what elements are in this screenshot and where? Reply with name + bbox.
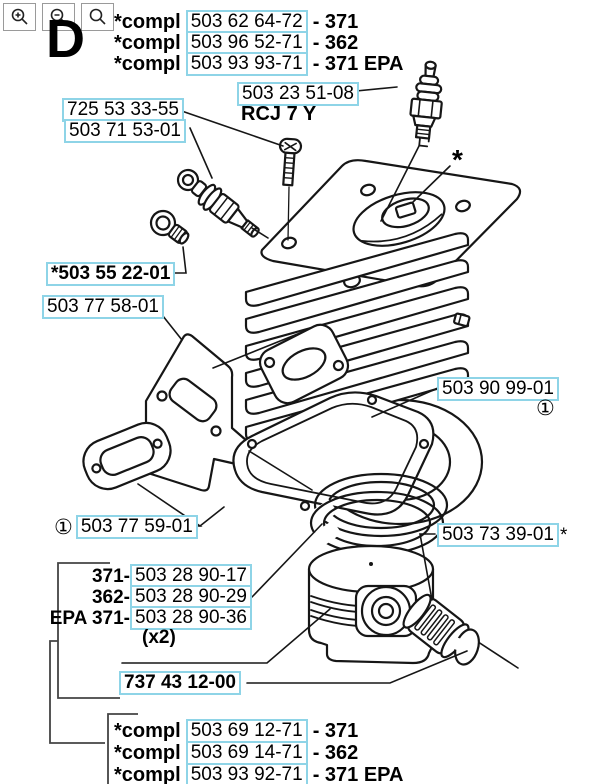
assembly-row-bottom-3: *compl 503 93 92-71 - 371 EPA <box>114 763 403 784</box>
magnifier-icon <box>89 8 106 25</box>
spark-plug-part-link[interactable]: 503 23 51-08 <box>237 82 359 106</box>
assembly-row-bottom-1: *compl 503 69 12-71 - 371 <box>114 719 358 743</box>
needle-bearing-label: 503 73 39-01 * <box>437 523 567 547</box>
circlip-part-link[interactable]: 737 43 12-00 <box>119 671 241 695</box>
spark-plug-hole <box>352 191 446 247</box>
compl-prefix: *compl <box>114 53 181 75</box>
compl-prefix: *compl <box>114 11 181 33</box>
compl-prefix: *compl <box>114 720 181 742</box>
needle-bearing-drawing <box>402 593 470 659</box>
piston-variant-row-362: 362- 503 28 90-29 <box>92 585 252 609</box>
cylinder-top-plate <box>260 159 522 289</box>
muffler-gasket-drawing <box>82 421 172 491</box>
model-prefix: 371- <box>91 565 130 587</box>
part-number-link[interactable]: 503 69 12-71 <box>185 719 308 743</box>
part-number-link[interactable]: 503 69 14-71 <box>185 741 308 765</box>
circled-one-marker: ① <box>536 396 555 420</box>
needle-bearing-part-link[interactable]: 503 73 39-01 <box>437 523 559 547</box>
piston-part-link[interactable]: 503 28 90-36 <box>130 606 252 630</box>
spark-plug-drawing <box>409 60 443 148</box>
zoom-reset-button[interactable] <box>81 3 114 31</box>
muffler-gasket-part-link[interactable]: 503 77 59-01 <box>75 515 198 539</box>
heat-shield-part-link[interactable]: 503 77 58-01 <box>42 295 164 319</box>
section-letter: D <box>46 9 85 69</box>
zoom-out-button[interactable] <box>42 3 75 31</box>
assembly-row-bottom-2: *compl 503 69 14-71 - 362 <box>114 741 358 765</box>
asterisk-suffix: * <box>560 524 568 546</box>
model-prefix: 362- <box>91 586 130 608</box>
compl-prefix: *compl <box>114 742 181 764</box>
piston-part-link[interactable]: 503 28 90-29 <box>130 585 252 609</box>
circlip-drawing <box>449 628 480 666</box>
plug-drawing <box>149 209 190 245</box>
model-suffix: - 362 <box>312 742 359 764</box>
cylinder-gasket-drawing <box>232 391 435 516</box>
zoom-in-icon <box>11 8 28 25</box>
piston-variant-row-epa371: EPA 371- 503 28 90-36 <box>50 606 252 630</box>
model-suffix: - 371 EPA <box>312 53 404 75</box>
muffler-gasket-label: ① 503 77 59-01 <box>54 515 198 539</box>
zoom-out-icon <box>50 8 67 25</box>
grouping-brackets <box>49 562 138 784</box>
exhaust-flange <box>258 323 350 405</box>
plug-part-link[interactable]: *503 55 22-01 <box>46 262 176 286</box>
part-number-link[interactable]: 503 93 92-71 <box>185 763 308 784</box>
assembly-row-top-3: *compl 503 93 93-71 - 371 EPA <box>114 52 403 76</box>
compl-prefix: *compl <box>114 764 181 784</box>
cylinder-gasket-part-link[interactable]: 503 90 99-01 <box>437 377 559 401</box>
model-suffix: - 371 <box>312 11 359 33</box>
cylinder-nipple <box>453 312 471 328</box>
screw-drawing <box>278 137 303 187</box>
decompression-valve-drawing <box>176 168 260 238</box>
model-suffix: - 371 EPA <box>312 764 404 784</box>
model-suffix: - 371 <box>312 720 359 742</box>
decompression-valve-part-link[interactable]: 503 71 53-01 <box>64 119 186 143</box>
zoom-in-button[interactable] <box>3 3 36 31</box>
model-prefix: EPA 371- <box>49 607 130 629</box>
spark-plug-type-code: RCJ 7 Y <box>241 103 317 125</box>
cylinder-asterisk-marker: * <box>452 144 463 175</box>
part-number-link[interactable]: 503 93 93-71 <box>185 52 308 76</box>
circled-one-marker: ① <box>54 514 73 539</box>
model-suffix: - 362 <box>312 32 359 54</box>
compl-prefix: *compl <box>114 32 181 54</box>
piston-quantity-note: (x2) <box>142 627 176 648</box>
